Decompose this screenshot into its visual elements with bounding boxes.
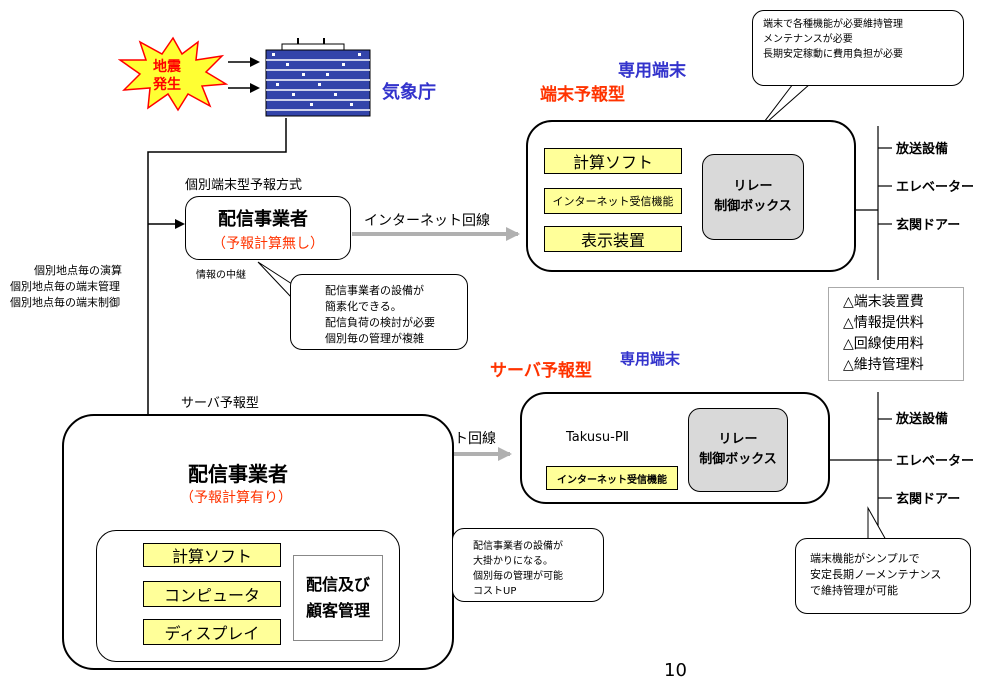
server-equipment-box: 計算ソフト コンピュータ ディスプレイ 配信及び 顧客管理 [96, 530, 400, 662]
earthquake-label-2: 発生 [153, 77, 181, 93]
terminal-heading-blue: 専用端末 [618, 61, 686, 81]
cost-item: △回線使用料 [843, 336, 924, 352]
callout-line: コストUP [473, 586, 517, 597]
relay-label: リレー [733, 179, 773, 194]
output-door-server: 玄関ドアー [896, 492, 961, 507]
distributor-subtitle: （予報計算無し） [212, 236, 324, 252]
internet-label-top: インターネット回線 [364, 213, 490, 229]
callout-line: 大掛かりになる。 [473, 556, 553, 567]
left-note: 個別地点毎の端末制御 [10, 296, 120, 309]
cost-list: △端末装置費 △情報提供料 △回線使用料 △維持管理料 [828, 287, 964, 381]
callout-line: 配信事業者の設備が [325, 284, 424, 297]
terminal-heading-red: 端末予報型 [540, 85, 625, 105]
callout-line: 長期安定稼動に費用負担が必要 [763, 49, 903, 60]
left-note: 個別地点毎の端末管理 [10, 280, 120, 293]
starburst-icon [117, 36, 229, 112]
output-elevator-server: エレベーター [896, 454, 975, 469]
relay-control-box-server: リレー 制御ボックス [688, 408, 788, 492]
jma-building-icon [262, 38, 372, 118]
page-number: 10 [664, 660, 687, 681]
module-internet-receiver: インターネット受信機能 [544, 188, 682, 214]
distributor-callout-top: 配信事業者の設備が 簡素化できる。 配信負荷の検討が必要 個別毎の管理が複雑 [290, 274, 468, 350]
earthquake-label-1: 地震 [153, 59, 181, 75]
terminal-box-server: Takusu-PⅡ インターネット受信機能 リレー 制御ボックス [520, 392, 830, 504]
distributor-box-no-calc: 配信事業者 （予報計算無し） [185, 196, 351, 260]
method-label: 個別端末型予報方式 [185, 178, 303, 193]
output-broadcast-top: 放送設備 [896, 142, 949, 157]
callout-line: 個別毎の管理が複雑 [325, 332, 424, 345]
terminal-callout: 端末で各種機能が必要維持管理 メンテナンスが必要 長期安定稼動に費用負担が必要 [752, 10, 964, 86]
management-label: 配信及び [305, 575, 370, 594]
server-distributor-subtitle: （予報計算有り） [180, 490, 292, 506]
output-elevator-top: エレベーター [896, 180, 975, 195]
callout-line: 個別毎の管理が可能 [473, 571, 563, 582]
relay-note: 情報の中継 [196, 270, 246, 281]
module-calc-software-server: 計算ソフト [143, 543, 281, 567]
left-note: 個別地点毎の演算 [34, 264, 122, 277]
cost-item: △端末装置費 [843, 294, 924, 310]
module-display-server: ディスプレイ [143, 619, 281, 645]
callout-line: 配信負荷の検討が必要 [325, 316, 435, 329]
server-terminal-callout: 端末機能がシンプルで 安定長期ノーメンテナンス で維持管理が可能 [795, 538, 971, 614]
module-display: 表示装置 [544, 226, 682, 252]
terminal-name: Takusu-PⅡ [566, 430, 630, 445]
cost-item: △維持管理料 [843, 357, 924, 373]
callout-line: 安定長期ノーメンテナンス [810, 568, 942, 581]
callout-line: 端末で各種機能が必要維持管理 [763, 19, 903, 30]
output-broadcast-server: 放送設備 [896, 412, 949, 427]
callout-line: 端末機能がシンプルで [810, 552, 920, 565]
server-type-label: サーバ予報型 [181, 396, 259, 411]
server-heading-blue: 専用端末 [620, 350, 681, 368]
relay-label: 制御ボックス [699, 452, 777, 467]
callout-line: メンテナンスが必要 [763, 34, 853, 45]
terminal-box-top: 計算ソフト インターネット受信機能 表示装置 リレー 制御ボックス [526, 120, 856, 272]
callout-line: で維持管理が可能 [810, 584, 898, 597]
server-distributor-title: 配信事業者 [188, 462, 288, 486]
distributor-title: 配信事業者 [218, 209, 308, 230]
management-label: 顧客管理 [305, 601, 370, 620]
management-box: 配信及び 顧客管理 [293, 555, 383, 641]
output-door-top: 玄関ドアー [896, 218, 961, 233]
earthquake-starburst: 地震 発生 [117, 36, 229, 112]
relay-control-box-top: リレー 制御ボックス [702, 154, 804, 240]
callout-line: 配信事業者の設備が [473, 541, 563, 552]
relay-label: リレー [718, 432, 758, 447]
server-heading-red: サーバ予報型 [490, 361, 592, 381]
cost-item: △情報提供料 [843, 315, 924, 331]
relay-label: 制御ボックス [714, 199, 792, 214]
jma-label: 気象庁 [382, 82, 436, 103]
module-computer: コンピュータ [143, 581, 281, 607]
distributor-callout-server: 配信事業者の設備が 大掛かりになる。 個別毎の管理が可能 コストUP [452, 528, 604, 602]
module-calc-software: 計算ソフト [544, 148, 682, 174]
callout-line: 簡素化できる。 [325, 300, 402, 313]
module-internet-receiver-server: インターネット受信機能 [546, 466, 678, 490]
